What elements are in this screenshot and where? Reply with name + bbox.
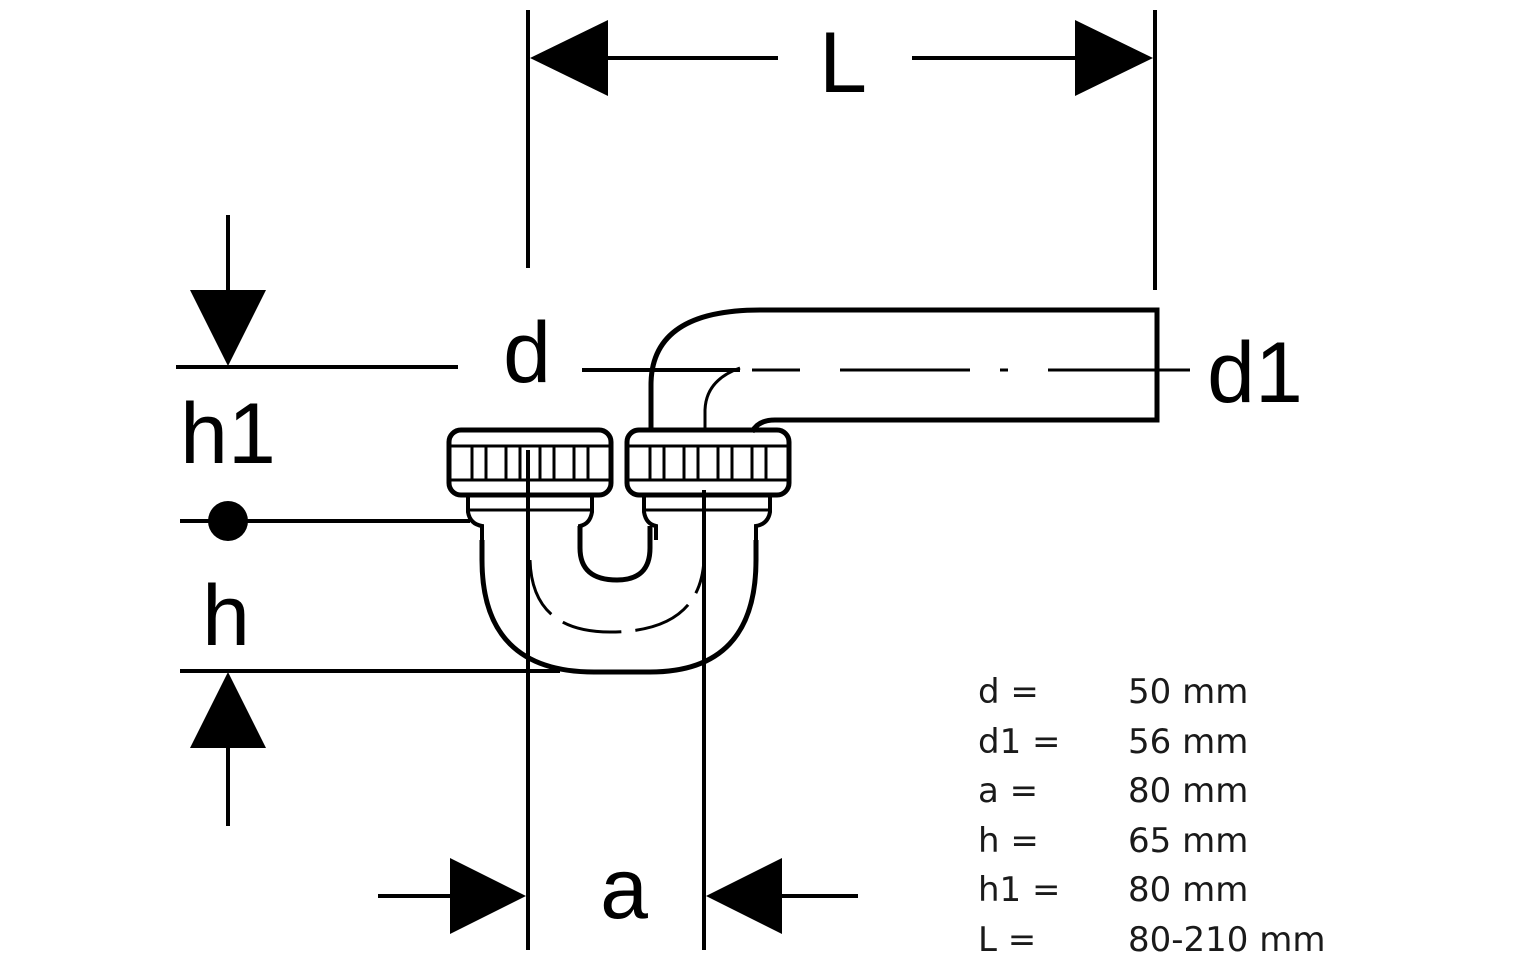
- spec-row: a = 80 mm: [978, 767, 1325, 817]
- arrowhead-h1-down: [190, 290, 266, 366]
- arrowhead-h-up: [190, 672, 266, 748]
- collar-left: [466, 497, 594, 540]
- spec-row: h = 65 mm: [978, 817, 1325, 867]
- spec-row: d = 50 mm: [978, 668, 1325, 718]
- label-d: d: [503, 305, 551, 401]
- spec-value: 65 mm: [1128, 820, 1249, 861]
- spec-key: d1 =: [978, 721, 1061, 762]
- collar-right: [642, 497, 772, 540]
- spec-value: 50 mm: [1128, 672, 1249, 712]
- spec-value: 80 mm: [1128, 870, 1249, 911]
- spec-row: L = 80-210 mm: [978, 916, 1325, 966]
- outlet-pipe-outline: [648, 307, 1160, 434]
- spec-value: 80-210 mm: [1128, 919, 1326, 960]
- spec-list: d = 50 mm d1 = 56 mm a = 80 mm h = 65 mm…: [978, 668, 1325, 966]
- label-h1: h1: [180, 386, 276, 482]
- u-trap: [479, 526, 759, 675]
- label-h: h: [202, 568, 250, 664]
- spec-row: h1 = 80 mm: [978, 866, 1325, 916]
- spec-key: d =: [978, 672, 1039, 712]
- u-trap-centerline: [528, 559, 706, 634]
- spec-key: L =: [978, 919, 1037, 960]
- spec-row: d1 = 56 mm: [978, 718, 1325, 768]
- spec-value: 56 mm: [1128, 721, 1249, 762]
- label-d1: d1: [1207, 325, 1303, 421]
- trap-collars: [466, 497, 772, 540]
- dimension-a: [378, 450, 858, 950]
- dimension-L: [526, 10, 1157, 290]
- label-L: L: [819, 15, 867, 111]
- spec-key: h1 =: [978, 870, 1061, 911]
- spec-key: h =: [978, 820, 1039, 861]
- spec-key: a =: [978, 771, 1039, 812]
- arrowhead-L-left: [530, 20, 608, 96]
- outlet-pipe-inner-line: [703, 366, 741, 432]
- dimension-h: [176, 215, 560, 826]
- label-a: a: [600, 841, 648, 937]
- arrowhead-a-right: [706, 858, 782, 934]
- arrowhead-a-left: [450, 858, 526, 934]
- spec-value: 80 mm: [1128, 771, 1249, 812]
- arrowhead-L-right: [1075, 20, 1153, 96]
- u-trap-inner: [577, 526, 653, 583]
- coupling-nut-right: [624, 427, 792, 498]
- nut-body-right: [624, 427, 792, 498]
- u-trap-outer: [479, 540, 759, 675]
- outlet-pipe: [648, 307, 1160, 434]
